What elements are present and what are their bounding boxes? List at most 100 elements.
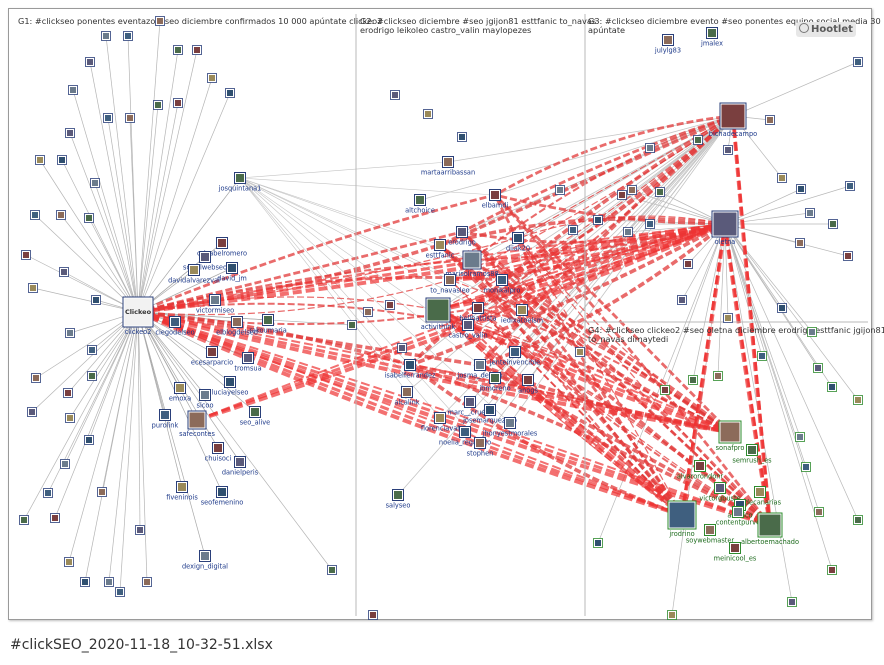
node-jrodrino[interactable]: jrodrino bbox=[667, 500, 697, 538]
user-avatar-node[interactable] bbox=[843, 251, 853, 261]
user-avatar-node[interactable] bbox=[84, 435, 94, 445]
node-stophen[interactable]: stophen bbox=[467, 437, 494, 458]
user-avatar-node[interactable] bbox=[155, 16, 165, 26]
node-josma-design[interactable]: josma_design bbox=[457, 359, 503, 380]
user-avatar-node[interactable] bbox=[713, 371, 723, 381]
node-castro-valin[interactable]: castro_valin bbox=[448, 319, 488, 340]
node-c-isabelromero[interactable]: c_isabelromero bbox=[197, 237, 247, 258]
user-avatar-node[interactable] bbox=[135, 525, 145, 535]
node-iedixatoelsm[interactable]: iedixatoelsm bbox=[501, 304, 543, 325]
user-avatar-node[interactable] bbox=[225, 88, 235, 98]
node-alvarorondonr[interactable]: alvarorondonr bbox=[677, 460, 724, 481]
node-jadecanarias[interactable]: jadecanarias bbox=[738, 486, 782, 507]
node-jhonyestmorales[interactable]: jhonyestmorales bbox=[482, 417, 538, 438]
node-jbmoreno[interactable]: jbmoreno bbox=[478, 372, 511, 393]
user-avatar-node[interactable] bbox=[27, 407, 37, 417]
node-florenciaval[interactable]: florenciaval bbox=[421, 412, 459, 433]
user-avatar-node[interactable] bbox=[677, 295, 687, 305]
user-avatar-node[interactable] bbox=[423, 109, 433, 119]
user-avatar-node[interactable] bbox=[807, 327, 817, 337]
node-anogs[interactable]: anogs bbox=[518, 374, 539, 395]
user-avatar-node[interactable] bbox=[28, 283, 38, 293]
user-avatar-node[interactable] bbox=[97, 487, 107, 497]
node-martaarribassan[interactable]: martaarribassan bbox=[421, 156, 475, 177]
user-avatar-node[interactable] bbox=[368, 610, 378, 620]
user-avatar-node[interactable] bbox=[688, 375, 698, 385]
node-seofemenino[interactable]: seofemenino bbox=[201, 486, 244, 507]
node-emoxa[interactable]: emoxa bbox=[169, 382, 191, 403]
node-safecontes[interactable]: safecontes bbox=[179, 410, 215, 438]
node-monikalpro[interactable]: monikalpro bbox=[484, 274, 521, 295]
user-avatar-node[interactable] bbox=[123, 31, 133, 41]
node-purolink[interactable]: purolink bbox=[152, 409, 179, 430]
user-avatar-node[interactable] bbox=[623, 227, 633, 237]
user-avatar-node[interactable] bbox=[787, 597, 797, 607]
user-avatar-node[interactable] bbox=[153, 100, 163, 110]
user-avatar-node[interactable] bbox=[65, 128, 75, 138]
user-avatar-node[interactable] bbox=[390, 90, 400, 100]
user-avatar-node[interactable] bbox=[91, 295, 101, 305]
user-avatar-node[interactable] bbox=[347, 320, 357, 330]
user-avatar-node[interactable] bbox=[765, 115, 775, 125]
user-avatar-node[interactable] bbox=[796, 184, 806, 194]
user-avatar-node[interactable] bbox=[115, 587, 125, 597]
node-julylg83[interactable]: julylg83 bbox=[654, 34, 681, 55]
user-avatar-node[interactable] bbox=[68, 85, 78, 95]
node-josquintana1[interactable]: josquintana1 bbox=[218, 172, 262, 193]
user-avatar-node[interactable] bbox=[327, 565, 337, 575]
user-avatar-node[interactable] bbox=[385, 300, 395, 310]
node-esttfanic[interactable]: esttfanic bbox=[426, 239, 455, 260]
node-activithink[interactable]: activithink bbox=[421, 297, 456, 331]
user-avatar-node[interactable] bbox=[173, 45, 183, 55]
user-avatar-node[interactable] bbox=[575, 347, 585, 357]
user-avatar-node[interactable] bbox=[80, 577, 90, 587]
node-erodrigo[interactable]: erodrigo bbox=[448, 226, 476, 247]
user-avatar-node[interactable] bbox=[723, 313, 733, 323]
user-avatar-node[interactable] bbox=[43, 488, 53, 498]
node-josemarquezseo[interactable]: josemarquezseo bbox=[462, 404, 517, 425]
node-albertoemachado[interactable]: albertoemachado bbox=[741, 512, 799, 546]
node-seo-alive[interactable]: seo_alive bbox=[240, 406, 271, 427]
node-fiveninois[interactable]: fiveninois bbox=[166, 481, 198, 502]
user-avatar-node[interactable] bbox=[19, 515, 29, 525]
node-victormiseo[interactable]: victormiseo bbox=[196, 294, 234, 315]
node-socialwebseo[interactable]: socialwebseo bbox=[183, 251, 227, 272]
node-davidalvarezval[interactable]: davidalvarezval bbox=[168, 264, 220, 285]
node-alcalink[interactable]: alcalink bbox=[394, 386, 420, 407]
user-avatar-node[interactable] bbox=[627, 185, 637, 195]
node-to-navasleo[interactable]: to_navasleo bbox=[430, 274, 470, 295]
user-avatar-node[interactable] bbox=[101, 31, 111, 41]
user-avatar-node[interactable] bbox=[192, 45, 202, 55]
node-chuisoci[interactable]: chuisoci bbox=[205, 442, 232, 463]
user-avatar-node[interactable] bbox=[173, 98, 183, 108]
node-rakoumaria[interactable]: rakoumaria bbox=[249, 314, 287, 335]
node-noelia-regalado[interactable]: noelia_regalado bbox=[439, 426, 491, 447]
user-avatar-node[interactable] bbox=[593, 215, 603, 225]
node-bellbattista[interactable]: bellbattista bbox=[459, 302, 497, 323]
node-sicoo[interactable]: sicoo bbox=[197, 389, 214, 410]
user-avatar-node[interactable] bbox=[617, 190, 627, 200]
user-avatar-node[interactable] bbox=[723, 145, 733, 155]
node-jenteinvencible[interactable]: jenteinvencible bbox=[489, 346, 540, 367]
user-avatar-node[interactable] bbox=[795, 238, 805, 248]
user-avatar-node[interactable] bbox=[655, 187, 665, 197]
node-oletna[interactable]: oletna bbox=[711, 210, 739, 246]
node-marc--cruells[interactable]: marc__cruells bbox=[448, 396, 493, 417]
user-avatar-node[interactable] bbox=[57, 155, 67, 165]
user-avatar-node[interactable] bbox=[103, 113, 113, 123]
user-avatar-node[interactable] bbox=[90, 178, 100, 188]
user-avatar-node[interactable] bbox=[363, 307, 373, 317]
user-avatar-node[interactable] bbox=[801, 462, 811, 472]
user-avatar-node[interactable] bbox=[683, 259, 693, 269]
node-tromsua[interactable]: tromsua bbox=[234, 352, 262, 373]
user-avatar-node[interactable] bbox=[64, 557, 74, 567]
node-marisolramos88[interactable]: marisolramos88 bbox=[445, 250, 499, 278]
node-ciegodelseo[interactable]: ciegodelseo bbox=[155, 316, 195, 337]
user-avatar-node[interactable] bbox=[795, 432, 805, 442]
user-avatar-node[interactable] bbox=[125, 113, 135, 123]
user-avatar-node[interactable] bbox=[207, 73, 217, 83]
user-avatar-node[interactable] bbox=[693, 135, 703, 145]
user-avatar-node[interactable] bbox=[21, 250, 31, 260]
user-avatar-node[interactable] bbox=[142, 577, 152, 587]
